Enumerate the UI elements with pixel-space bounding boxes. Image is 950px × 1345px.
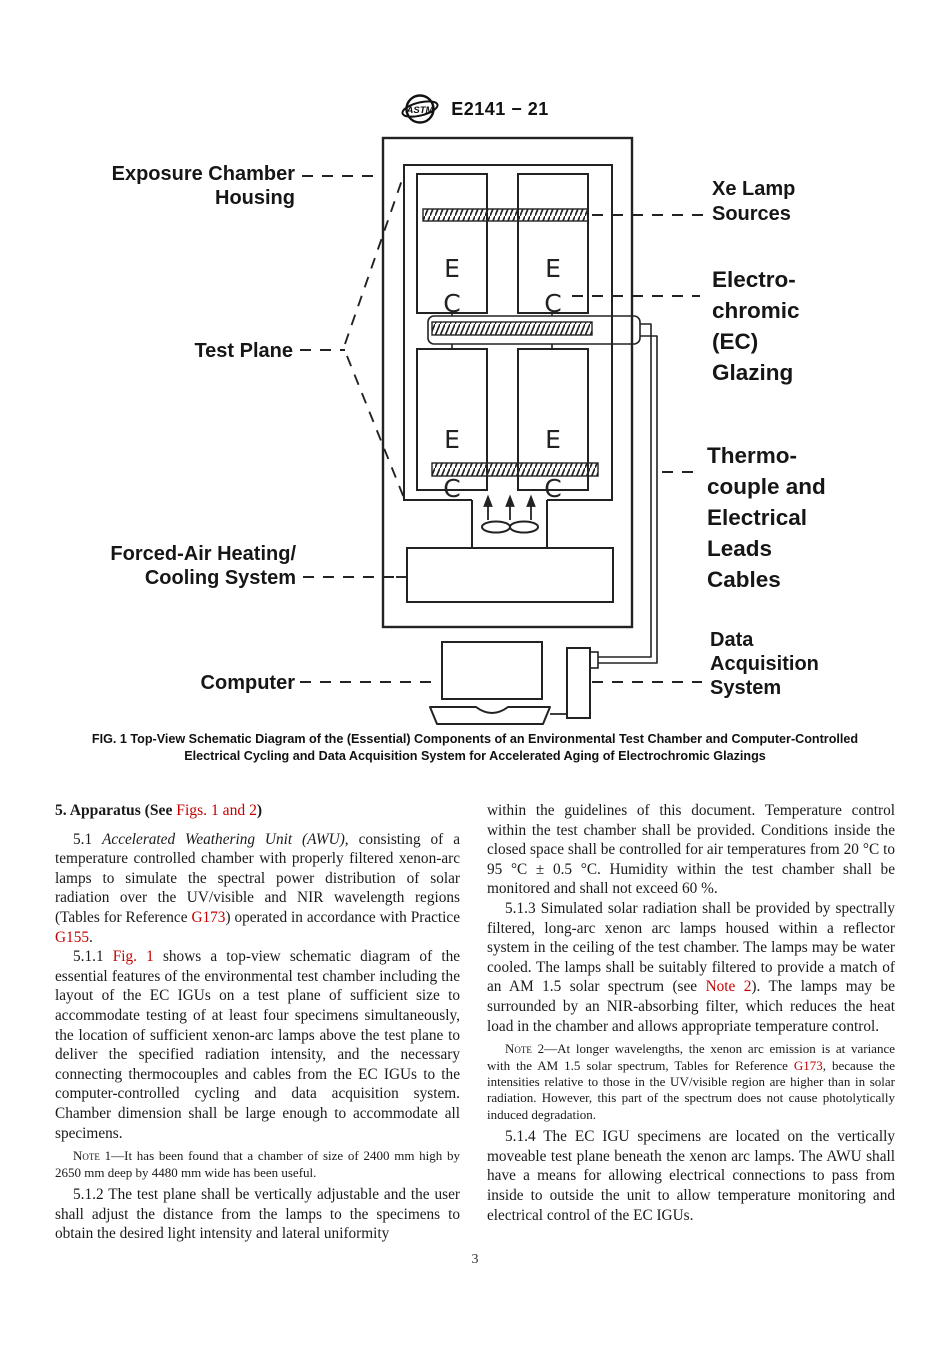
text-segment: 5.1.1 — [73, 948, 113, 966]
astm-logo-text: ASTM — [406, 105, 435, 116]
specimen-label-c: C — [544, 474, 561, 503]
text-segment: ) — [256, 802, 263, 819]
paragraph: 5.1.2 The test plane shall be vertically… — [55, 1185, 460, 1244]
right-column: within the guidelines of this document. … — [487, 801, 895, 1225]
specimen-lead-stubs — [451, 313, 553, 349]
text-segment: 5. Apparatus (See — [55, 802, 177, 819]
specimen-label-e: E — [545, 425, 561, 454]
page-number: 3 — [471, 1252, 479, 1267]
astm-logo: ASTM — [401, 94, 439, 124]
reference-link[interactable]: Fig. 1 — [112, 948, 154, 966]
text-segment: —At longer wavelengths, the xenon arc em… — [487, 1041, 895, 1073]
specimen-label-c: C — [544, 289, 561, 318]
xenon-lamp-bar — [431, 462, 599, 477]
reference-link[interactable]: G155 — [55, 928, 89, 946]
text-segment: Accelerated Weathering Unit (AWU), — [102, 830, 349, 848]
label-forced-air-2: Cooling System — [145, 567, 296, 589]
figure-1-schematic: E E C C E E C C — [110, 136, 826, 725]
text-segment: shows a top-view schematic diagram of th… — [55, 948, 461, 1142]
label-exposure-chamber-2: Housing — [215, 187, 295, 209]
reference-link[interactable]: G173 — [793, 1057, 823, 1073]
reference-link[interactable]: Note 2 — [705, 978, 752, 996]
airflow-arrows-icon — [483, 494, 536, 520]
label-test-plane: Test Plane — [194, 340, 293, 362]
left-column: 5. Apparatus (See Figs. 1 and 2) 5.1 Acce… — [55, 801, 460, 1244]
computer-monitor — [441, 641, 543, 700]
paragraph: 5.1 Accelerated Weathering Unit (AWU), c… — [55, 830, 460, 948]
paragraph: within the guidelines of this document. … — [487, 801, 895, 899]
leader-test-plane-upper — [344, 179, 403, 345]
reference-link[interactable]: Figs. 1 and 2 — [176, 802, 257, 819]
specimen-label-c: C — [443, 289, 460, 318]
xenon-lamp-bar — [431, 321, 593, 336]
text-segment: 5.1.4 The EC IGU specimens are located o… — [487, 1128, 895, 1224]
label-computer: Computer — [201, 672, 296, 694]
text-segment: 5.1.2 The test plane shall be vertically… — [55, 1185, 460, 1243]
label-thermocouple-1: Thermo- — [707, 443, 797, 468]
paragraph: 5. Apparatus (See Figs. 1 and 2) — [55, 801, 460, 821]
specimen-rect — [517, 348, 589, 491]
label-daq-3: System — [710, 677, 781, 699]
specimen-label-e: E — [444, 254, 460, 283]
label-thermocouple-3: Electrical — [707, 505, 807, 530]
label-ec-glazing-1: Electro- — [712, 267, 796, 292]
figure-caption-line1: FIG. 1 Top-View Schematic Diagram of the… — [91, 732, 859, 746]
label-thermocouple-5: Cables — [707, 567, 781, 592]
text-segment: . — [89, 928, 93, 946]
text-segment: 5.1 — [73, 830, 103, 848]
label-xe-lamp-1: Xe Lamp — [712, 178, 795, 200]
computer-keyboard — [429, 706, 551, 725]
exposure-chamber-outline — [381, 136, 634, 629]
daq-connector — [589, 651, 599, 669]
label-thermocouple-2: couple and — [707, 474, 826, 499]
label-xe-lamp-2: Sources — [712, 203, 791, 225]
text-segment: , because the intensities relative to th… — [487, 1057, 895, 1122]
paragraph: 5.1.4 The EC IGU specimens are located o… — [487, 1127, 895, 1225]
reference-link[interactable]: G173 — [191, 908, 226, 926]
test-plane-outline — [403, 164, 613, 501]
daq-box — [566, 647, 591, 719]
text-segment: ) operated in accordance with Practice — [225, 908, 460, 926]
cable-line — [598, 323, 652, 658]
label-exposure-chamber-1: Exposure Chamber — [112, 163, 296, 185]
label-ec-glazing-4: Glazing — [712, 360, 793, 385]
label-ec-glazing-2: chromic — [712, 298, 800, 323]
figure-caption-line2: Electrical Cycling and Data Acquisition … — [184, 749, 766, 763]
paragraph: 5.1.3 Simulated solar radiation shall be… — [487, 899, 895, 1036]
label-daq-1: Data — [710, 629, 754, 651]
text-segment: —It has been found that a chamber of siz… — [55, 1148, 461, 1180]
page-header: ASTM E2141 − 21 — [0, 92, 950, 126]
xenon-lamp-bar — [422, 208, 589, 222]
text-segment: within the guidelines of this document. … — [487, 802, 895, 898]
label-daq-2: Acquisition — [710, 653, 819, 675]
text-segment: 5.1.3 Simulated solar radiation shall be… — [487, 899, 895, 996]
cable-channel — [427, 315, 641, 345]
specimen-label-e: E — [444, 425, 460, 454]
standard-designation: E2141 − 21 — [451, 98, 549, 119]
air-duct-walls — [471, 500, 548, 548]
leader-test-plane-lower — [346, 355, 405, 499]
specimen-label-e: E — [545, 254, 561, 283]
text-segment: Note 2 — [505, 1041, 545, 1057]
paragraph: Note 2—At longer wavelengths, the xenon … — [487, 1041, 895, 1123]
paragraph: Note 1—It has been found that a chamber … — [55, 1148, 460, 1181]
heating-cooling-box — [406, 547, 614, 603]
specimen-label-c: C — [443, 474, 460, 503]
figure-caption: FIG. 1 Top-View Schematic Diagram of the… — [0, 731, 950, 765]
text-segment: consisting of a temperature controlled c… — [55, 830, 460, 926]
cable-line — [598, 335, 658, 664]
paragraph: 5.1.1 Fig. 1 shows a top-view schematic … — [55, 947, 460, 1143]
text-segment: ). The lamps may be surrounded by an NIR… — [487, 978, 895, 1035]
specimen-rect — [517, 173, 589, 314]
text-segment: Note 1 — [73, 1148, 112, 1164]
label-ec-glazing-3: (EC) — [712, 329, 758, 354]
label-thermocouple-4: Leads — [707, 536, 772, 561]
fan-icon — [481, 520, 539, 534]
label-forced-air-1: Forced-Air Heating/ — [110, 543, 296, 565]
